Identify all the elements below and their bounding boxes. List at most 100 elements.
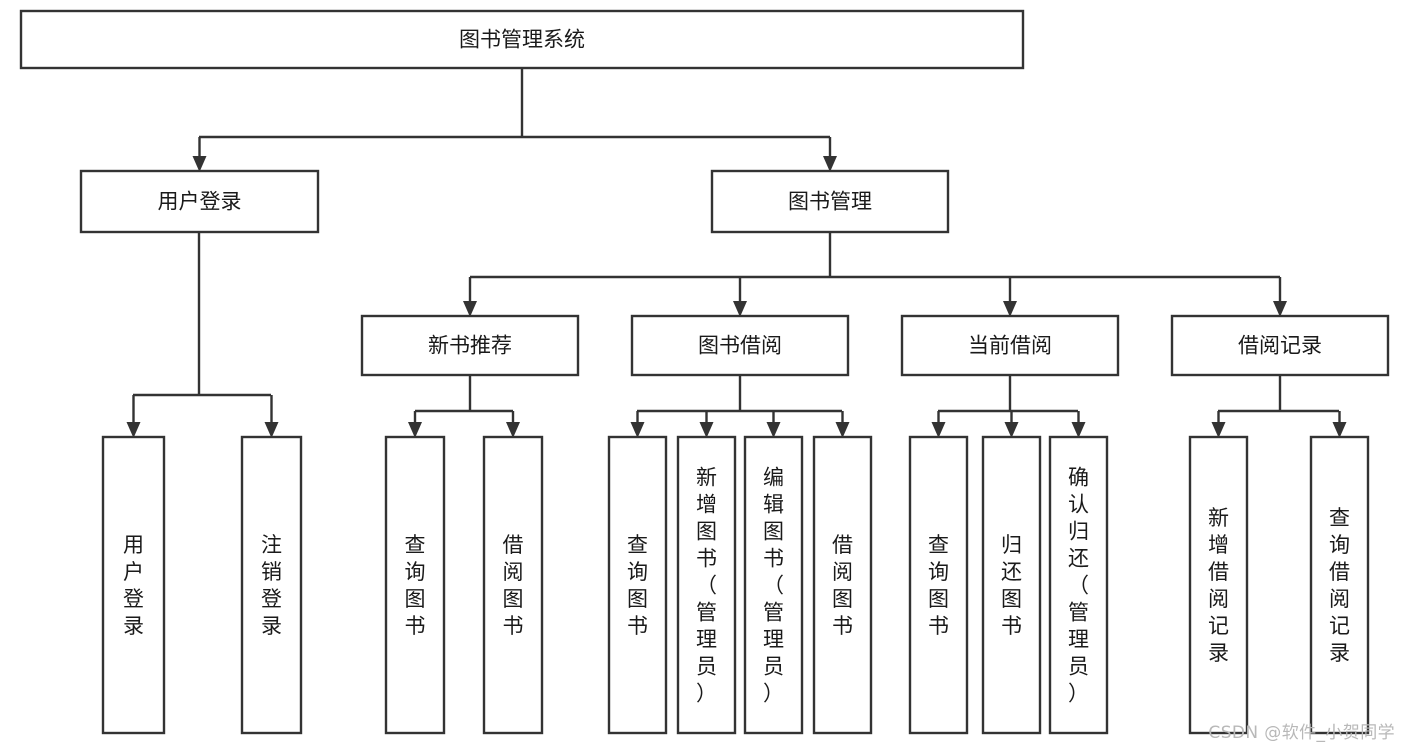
node-leaf-query-book-2[interactable]: 查询图书 [607,435,668,735]
node-label: 编辑图书（管理员） [763,466,784,706]
node-label: 图书借阅 [698,334,782,358]
arrow-head-icon [1003,301,1017,317]
node-leaf-edit-book-admin[interactable]: 编辑图书（管理员） [743,435,804,735]
edge-borrow-record-to-leaf-query-record [1332,411,1347,438]
edge-current-borrow-to-leaf-query-book-3 [931,411,946,438]
arrow-head-icon [823,156,837,172]
node-label: 查询图书 [928,533,949,638]
node-box[interactable] [908,435,969,735]
node-box[interactable] [812,435,873,735]
node-user-login[interactable]: 用户登录 [79,169,320,234]
node-current-borrow[interactable]: 当前借阅 [900,314,1120,377]
edge-root-to-book-manage [823,137,837,172]
arrow-head-icon [699,422,714,438]
arrow-head-icon [126,422,141,438]
arrow-head-icon [1071,422,1086,438]
node-label: 查询图书 [627,533,648,638]
node-box[interactable] [1188,435,1249,735]
node-new-book-rec[interactable]: 新书推荐 [360,314,580,377]
node-box[interactable] [676,435,737,735]
edge-book-manage-to-new-book-rec [463,277,477,317]
edge-new-book-rec-to-leaf-query-book-1 [408,411,422,438]
node-label: 图书管理系统 [459,28,585,52]
node-leaf-add-book-admin[interactable]: 新增图书（管理员） [676,435,737,735]
node-root[interactable]: 图书管理系统 [19,9,1025,70]
connector-group-bus-current-borrow [938,375,1078,413]
node-box[interactable] [101,435,166,735]
edge-user-login-to-leaf-user-login [126,395,141,438]
node-box[interactable] [743,435,804,735]
connector-layer [126,68,1347,438]
node-label: 查询借阅记录 [1329,506,1350,665]
node-book-manage[interactable]: 图书管理 [710,169,950,234]
node-label: 归还图书 [1001,533,1022,638]
node-leaf-borrow-book-2[interactable]: 借阅图书 [812,435,873,735]
node-box[interactable] [360,314,580,377]
edge-user-login-to-leaf-logout [264,395,279,438]
connector-group-bus-root [199,68,830,139]
edge-current-borrow-to-leaf-return-book [1004,411,1019,438]
node-box[interactable] [1170,314,1390,377]
node-box[interactable] [1309,435,1370,735]
connector-group-bus-user-login [133,232,271,397]
node-leaf-query-book-3[interactable]: 查询图书 [908,435,969,735]
arrow-head-icon [1273,301,1287,317]
node-box[interactable] [900,314,1120,377]
edge-root-to-user-login [192,137,207,172]
edge-book-manage-to-book-borrow [733,277,747,317]
arrow-head-icon [192,156,207,172]
node-layer: 图书管理系统用户登录图书管理新书推荐图书借阅当前借阅借阅记录用户登录注销登录查询… [19,9,1390,735]
arrow-head-icon [264,422,279,438]
node-box[interactable] [981,435,1042,735]
node-book-borrow[interactable]: 图书借阅 [630,314,850,377]
arrow-head-icon [766,422,781,438]
node-box[interactable] [19,9,1025,70]
node-label: 借阅记录 [1238,334,1322,358]
node-box[interactable] [710,169,950,234]
node-label: 注销登录 [261,533,282,638]
node-label: 借阅图书 [832,533,853,638]
node-label: 用户登录 [158,190,242,214]
node-label: 新增借阅记录 [1208,506,1229,665]
node-label: 图书管理 [788,190,872,214]
arrow-head-icon [1211,422,1226,438]
node-label: 借阅图书 [503,533,524,638]
node-box[interactable] [384,435,446,735]
edge-new-book-rec-to-leaf-borrow-book-1 [506,411,520,438]
node-label: 查询图书 [405,533,426,638]
node-box[interactable] [1048,435,1109,735]
node-box[interactable] [79,169,320,234]
connector-group-bus-book-borrow [637,375,842,413]
arrow-head-icon [733,301,747,317]
edge-borrow-record-to-leaf-add-record [1211,411,1226,438]
node-label: 当前借阅 [968,334,1052,358]
node-box[interactable] [240,435,303,735]
node-leaf-confirm-return-admin[interactable]: 确认归还（管理员） [1048,435,1109,735]
node-leaf-query-book-1[interactable]: 查询图书 [384,435,446,735]
arrow-head-icon [1004,422,1019,438]
node-leaf-logout[interactable]: 注销登录 [240,435,303,735]
node-label: 确认归还（管理员） [1068,466,1089,706]
edge-current-borrow-to-leaf-confirm-return-admin [1071,411,1086,438]
edge-book-borrow-to-leaf-edit-book-admin [766,411,781,438]
node-leaf-user-login[interactable]: 用户登录 [101,435,166,735]
arrow-head-icon [408,422,422,438]
node-leaf-add-record[interactable]: 新增借阅记录 [1188,435,1249,735]
node-box[interactable] [482,435,544,735]
edge-book-borrow-to-leaf-borrow-book-2 [835,411,850,438]
csdn-watermark: CSDN @软件_小贺同学 [1208,723,1395,743]
arrow-head-icon [463,301,477,317]
node-box[interactable] [630,314,850,377]
node-label: 新书推荐 [428,334,512,358]
node-leaf-return-book[interactable]: 归还图书 [981,435,1042,735]
node-leaf-query-record[interactable]: 查询借阅记录 [1309,435,1370,735]
connector-group-bus-borrow-record [1218,375,1339,413]
edge-book-borrow-to-leaf-add-book-admin [699,411,714,438]
node-leaf-borrow-book-1[interactable]: 借阅图书 [482,435,544,735]
arrow-head-icon [630,422,645,438]
node-box[interactable] [607,435,668,735]
node-borrow-record[interactable]: 借阅记录 [1170,314,1390,377]
arrow-head-icon [1332,422,1347,438]
